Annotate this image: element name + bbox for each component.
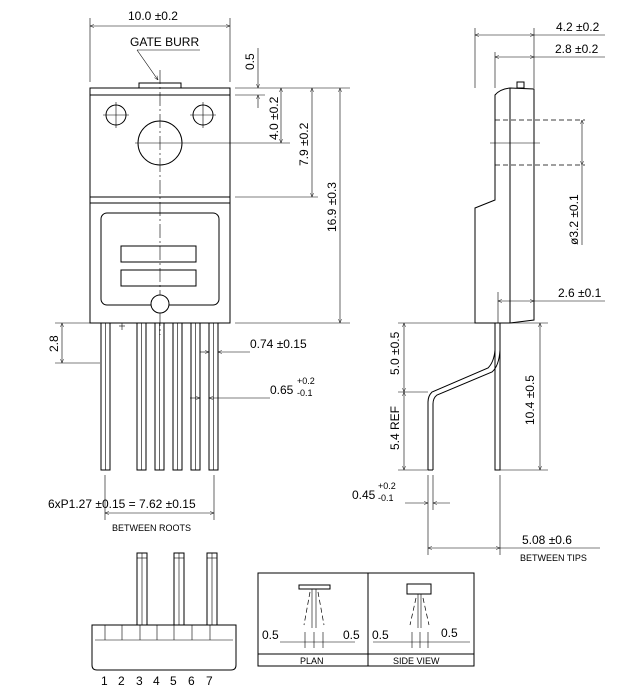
side-tolerance-left: 0.5: [372, 628, 389, 642]
bottom-view: 1 2 3 4 5 6 7: [91, 552, 237, 688]
gate-burr-label: GATE BURR: [130, 35, 199, 49]
lead-length-dimension: 10.4 ±0.5: [523, 375, 537, 425]
lead-offset-dimension: 2.6 ±0.1: [558, 286, 602, 300]
pitch-note: BETWEEN ROOTS: [112, 523, 191, 533]
pin-number: 1: [101, 674, 108, 688]
lead-detail-box: 0.5 0.5 0.5 0.5 PLAN SIDE VIEW: [257, 572, 475, 667]
plan-tolerance-right: 0.5: [343, 628, 360, 642]
tips-dimension: 5.08 ±0.6: [522, 533, 572, 547]
pin-number: 7: [206, 674, 213, 688]
side-view-label: SIDE VIEW: [393, 656, 440, 666]
mounting-hole-right: [190, 102, 216, 128]
pin-number: 4: [153, 674, 160, 688]
hole-dimension: 4.0 ±0.2: [267, 96, 281, 140]
side-view: 4.2 ±0.2 2.8 ±0.2 ø3.2 ±0.1 2.6 ±0.1 5.0…: [352, 20, 605, 563]
lead-width-dimension: 0.74 ±0.15: [250, 337, 307, 351]
lead-thickness-dimension: 0.45: [352, 488, 376, 502]
lead-thickness-tol-minus: -0.1: [378, 493, 394, 503]
mounting-hole-left: [103, 102, 129, 128]
ref-dimension-text: 5.4 REF: [388, 406, 402, 450]
width-dimension: 10.0 ±0.2: [128, 9, 178, 23]
tab-depth-dimension: 2.8 ±0.2: [555, 42, 599, 56]
hole-diameter-dimension: ø3.2 ±0.1: [567, 194, 581, 245]
side-tolerance-right: 0.5: [441, 626, 458, 640]
height-dimension: 16.9 ±0.3: [325, 182, 339, 232]
bent-lead: [427, 323, 501, 471]
bend-dimension: 5.0 ±0.5: [388, 331, 402, 375]
tips-note: BETWEEN TIPS: [520, 553, 587, 563]
plan-tolerance-left: 0.5: [262, 628, 279, 642]
upper-dimension: 7.9 ±0.2: [297, 122, 311, 166]
depth-dimension: 4.2 ±0.2: [556, 20, 600, 34]
tab-dimension: 0.5: [243, 53, 257, 70]
pin-number: 2: [118, 674, 125, 688]
pitch-dimension: 6xP1.27 ±0.15 = 7.62 ±0.15: [48, 497, 196, 511]
front-leads: [100, 322, 219, 471]
front-view: 10.0 ±0.2 GATE BURR 0.5 4.0 ±0.2 7.9 ±0.…: [47, 9, 350, 533]
lead-thin-dimension: 0.65: [270, 383, 294, 397]
lead-thin-tol-minus: -0.1: [297, 388, 313, 398]
pin-number: 3: [136, 674, 143, 688]
lead-root-dimension: 2.8: [47, 335, 61, 352]
pin-number: 6: [188, 674, 195, 688]
straight-lead: [494, 322, 501, 471]
lead-thin-tol-plus: +0.2: [297, 376, 315, 386]
pin-number: 5: [170, 674, 177, 688]
lead-thickness-tol-plus: +0.2: [378, 481, 396, 491]
plan-label: PLAN: [300, 656, 324, 666]
